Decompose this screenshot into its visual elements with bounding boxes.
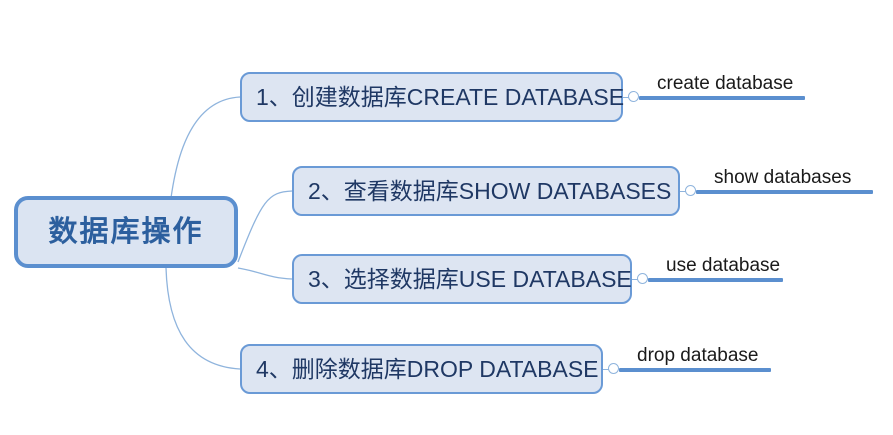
- leaf-3-label: use database: [666, 255, 781, 276]
- leaf-1[interactable]: create database: [639, 60, 805, 100]
- leaf-4-underline: [619, 368, 771, 372]
- root-node-label: 数据库操作: [48, 215, 204, 248]
- root-node[interactable]: 数据库操作: [14, 196, 238, 268]
- connector-root-to-branch-2: [237, 190, 293, 263]
- branch-3-connector-dot[interactable]: [637, 273, 648, 284]
- connector-root-to-branch-3: [237, 267, 293, 280]
- leaf-1-underline: [639, 96, 805, 100]
- branch-2-connector-dot[interactable]: [685, 185, 696, 196]
- leaf-1-label: create database: [657, 73, 794, 94]
- connector-root-to-branch-4: [165, 267, 241, 370]
- branch-node-1-label: 1、创建数据库CREATE DATABASE: [256, 83, 625, 110]
- branch-4-connector-dot[interactable]: [608, 363, 619, 374]
- branch-1-connector-dot[interactable]: [628, 91, 639, 102]
- branch-node-2[interactable]: 2、查看数据库SHOW DATABASES: [292, 166, 680, 216]
- leaf-2[interactable]: show databases: [696, 154, 873, 194]
- branch-node-4[interactable]: 4、删除数据库DROP DATABASE: [240, 344, 603, 394]
- branch-node-3[interactable]: 3、选择数据库USE DATABASE: [292, 254, 632, 304]
- branch-node-3-label: 3、选择数据库USE DATABASE: [308, 265, 632, 292]
- branch-node-4-label: 4、删除数据库DROP DATABASE: [256, 355, 599, 382]
- leaf-2-label: show databases: [714, 167, 852, 188]
- branch-node-1[interactable]: 1、创建数据库CREATE DATABASE: [240, 72, 625, 122]
- branch-node-2-label: 2、查看数据库SHOW DATABASES: [308, 177, 672, 204]
- leaf-4[interactable]: drop database: [619, 332, 771, 372]
- leaf-4-label: drop database: [637, 345, 759, 366]
- leaf-2-underline: [696, 190, 873, 194]
- leaf-3[interactable]: use database: [648, 242, 783, 282]
- leaf-3-underline: [648, 278, 783, 282]
